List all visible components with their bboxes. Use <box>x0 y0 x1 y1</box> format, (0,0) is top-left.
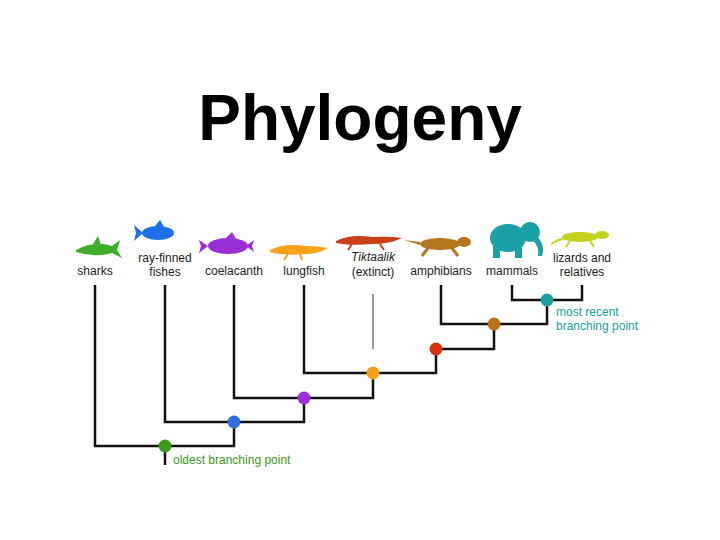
taxon-label: sharks <box>60 264 130 278</box>
extinct-branch <box>372 294 374 349</box>
branch-dot <box>367 367 380 380</box>
taxon-label: Tiktaalik <box>338 250 408 264</box>
branch-dot <box>228 416 241 429</box>
taxon-label: (extinct) <box>338 265 408 279</box>
elephant-icon <box>490 222 543 258</box>
shark-icon <box>76 236 122 258</box>
branch-dot <box>488 318 501 331</box>
tree-lines <box>95 285 582 465</box>
fish-icon <box>134 220 174 241</box>
amphibian-icon <box>404 237 471 256</box>
branch-dot <box>159 440 172 453</box>
annotation: most recent branching point <box>556 305 652 333</box>
taxon-label: mammals <box>479 264 545 278</box>
coelacanth-icon <box>199 232 254 254</box>
taxon-label: amphibians <box>403 264 479 278</box>
lizard-icon <box>550 231 609 247</box>
branch-dot <box>430 343 443 356</box>
annotation: oldest branching point <box>173 453 333 467</box>
title: Phylogeny <box>0 80 720 156</box>
taxon-label: ray-finned fishes <box>133 251 197 279</box>
branch-dot <box>541 294 554 307</box>
branch-dot <box>298 392 311 405</box>
lungfish-icon <box>270 245 328 260</box>
tiktaalik-icon <box>336 236 402 250</box>
taxon-label: lizards and relatives <box>548 251 616 279</box>
taxon-label: lungfish <box>271 264 337 278</box>
taxon-label: coelacanth <box>197 264 271 278</box>
